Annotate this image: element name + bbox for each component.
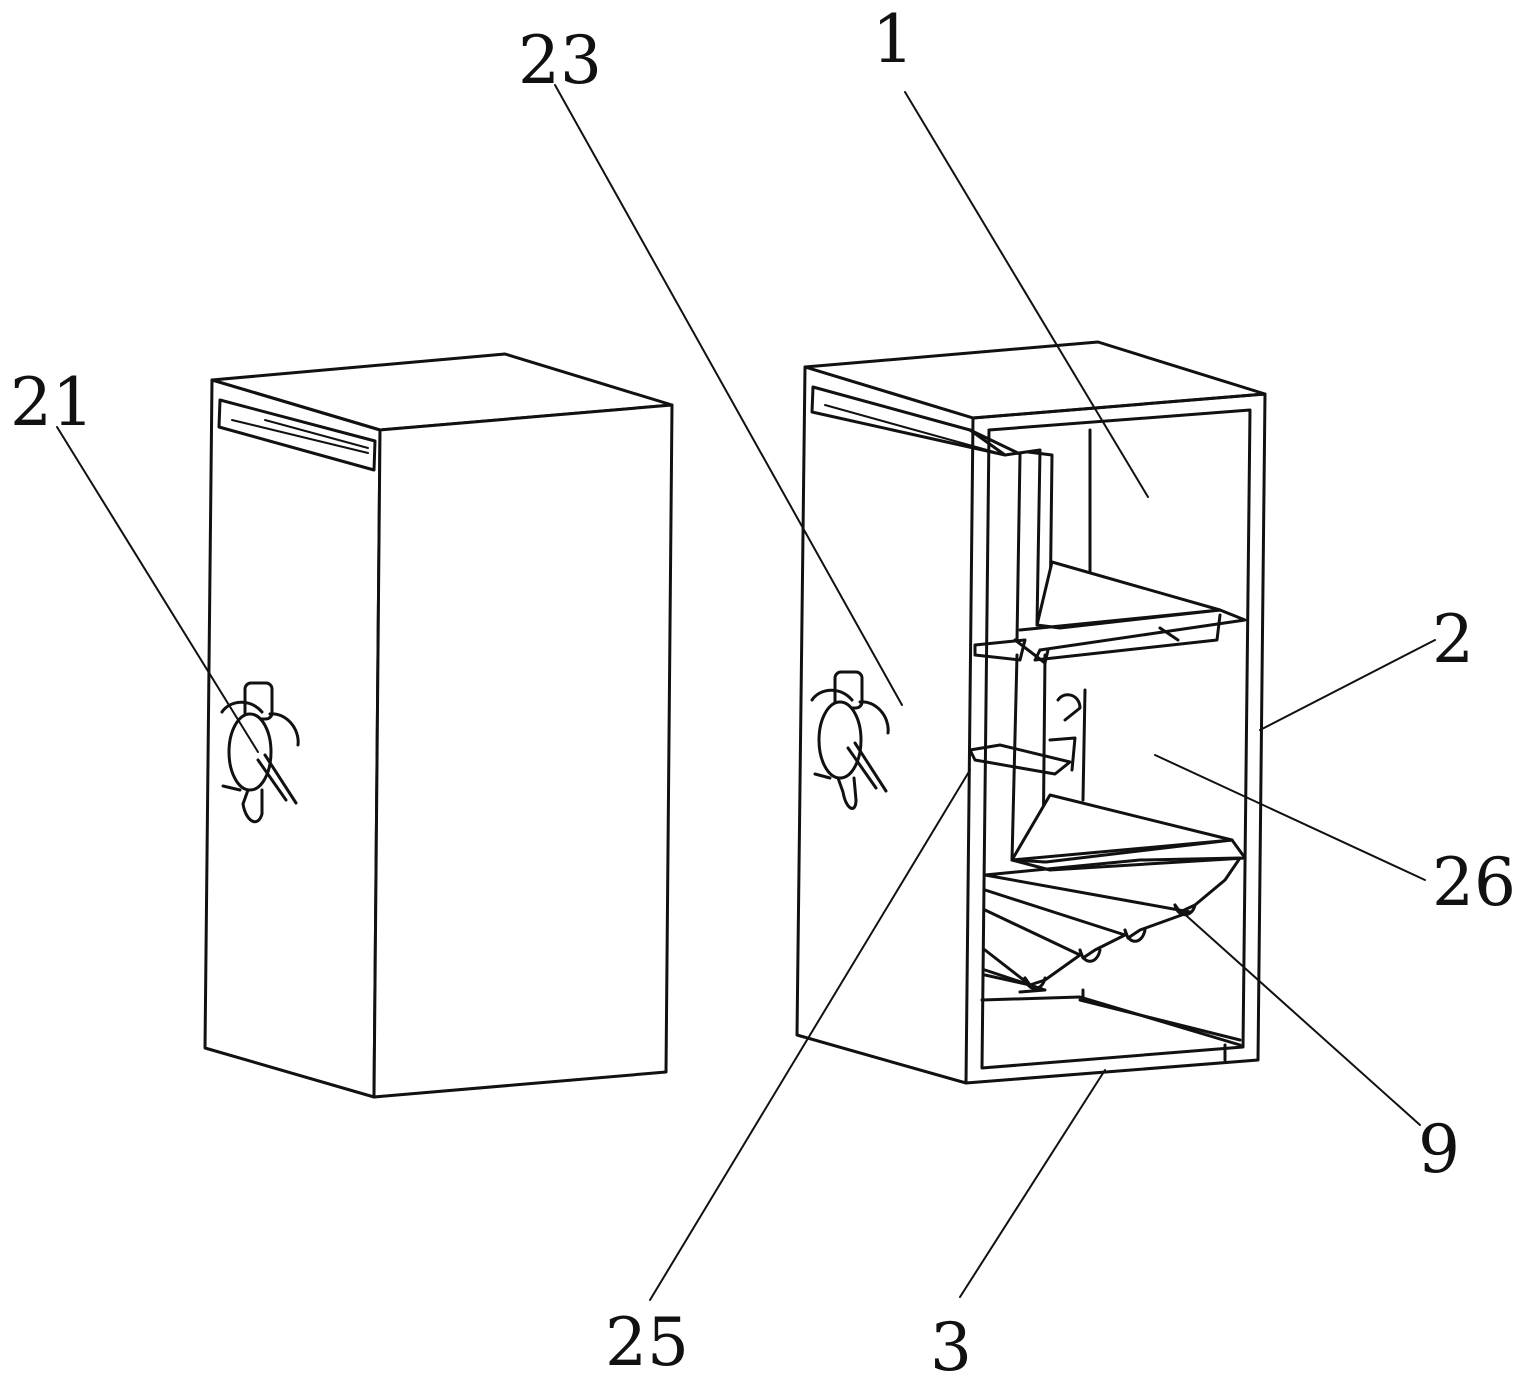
- right-fan-icon: [810, 670, 890, 810]
- label-21: 21: [10, 364, 94, 441]
- reference-numerals: 1 2 3 9 21 23 25 26: [10, 1, 1516, 1383]
- upper-shelf: [973, 560, 1247, 665]
- label-26: 26: [1432, 844, 1516, 921]
- vertical-duct: [968, 428, 1022, 642]
- right-cabinet-frame-outer: [964, 392, 1267, 1085]
- left-cabinet-side: [372, 403, 674, 1099]
- label-9: 9: [1418, 1111, 1460, 1188]
- label-23: 23: [518, 22, 602, 99]
- middle-bracket: [968, 693, 1082, 776]
- floor-rails: [980, 995, 1242, 1047]
- label-1: 1: [872, 1, 914, 78]
- label-2: 2: [1432, 601, 1474, 678]
- label-3: 3: [930, 1309, 972, 1383]
- right-cabinet-frame-inner: [980, 408, 1252, 1070]
- label-25: 25: [605, 1304, 689, 1381]
- corrugated-tray: [983, 856, 1242, 1002]
- left-fan-icon: [220, 681, 300, 824]
- leader-lines: [56, 84, 1436, 1301]
- lower-shelf: [1010, 793, 1247, 872]
- right-cabinet: [795, 340, 1267, 1085]
- left-cabinet: [203, 352, 674, 1099]
- left-vent-slot: [217, 398, 377, 472]
